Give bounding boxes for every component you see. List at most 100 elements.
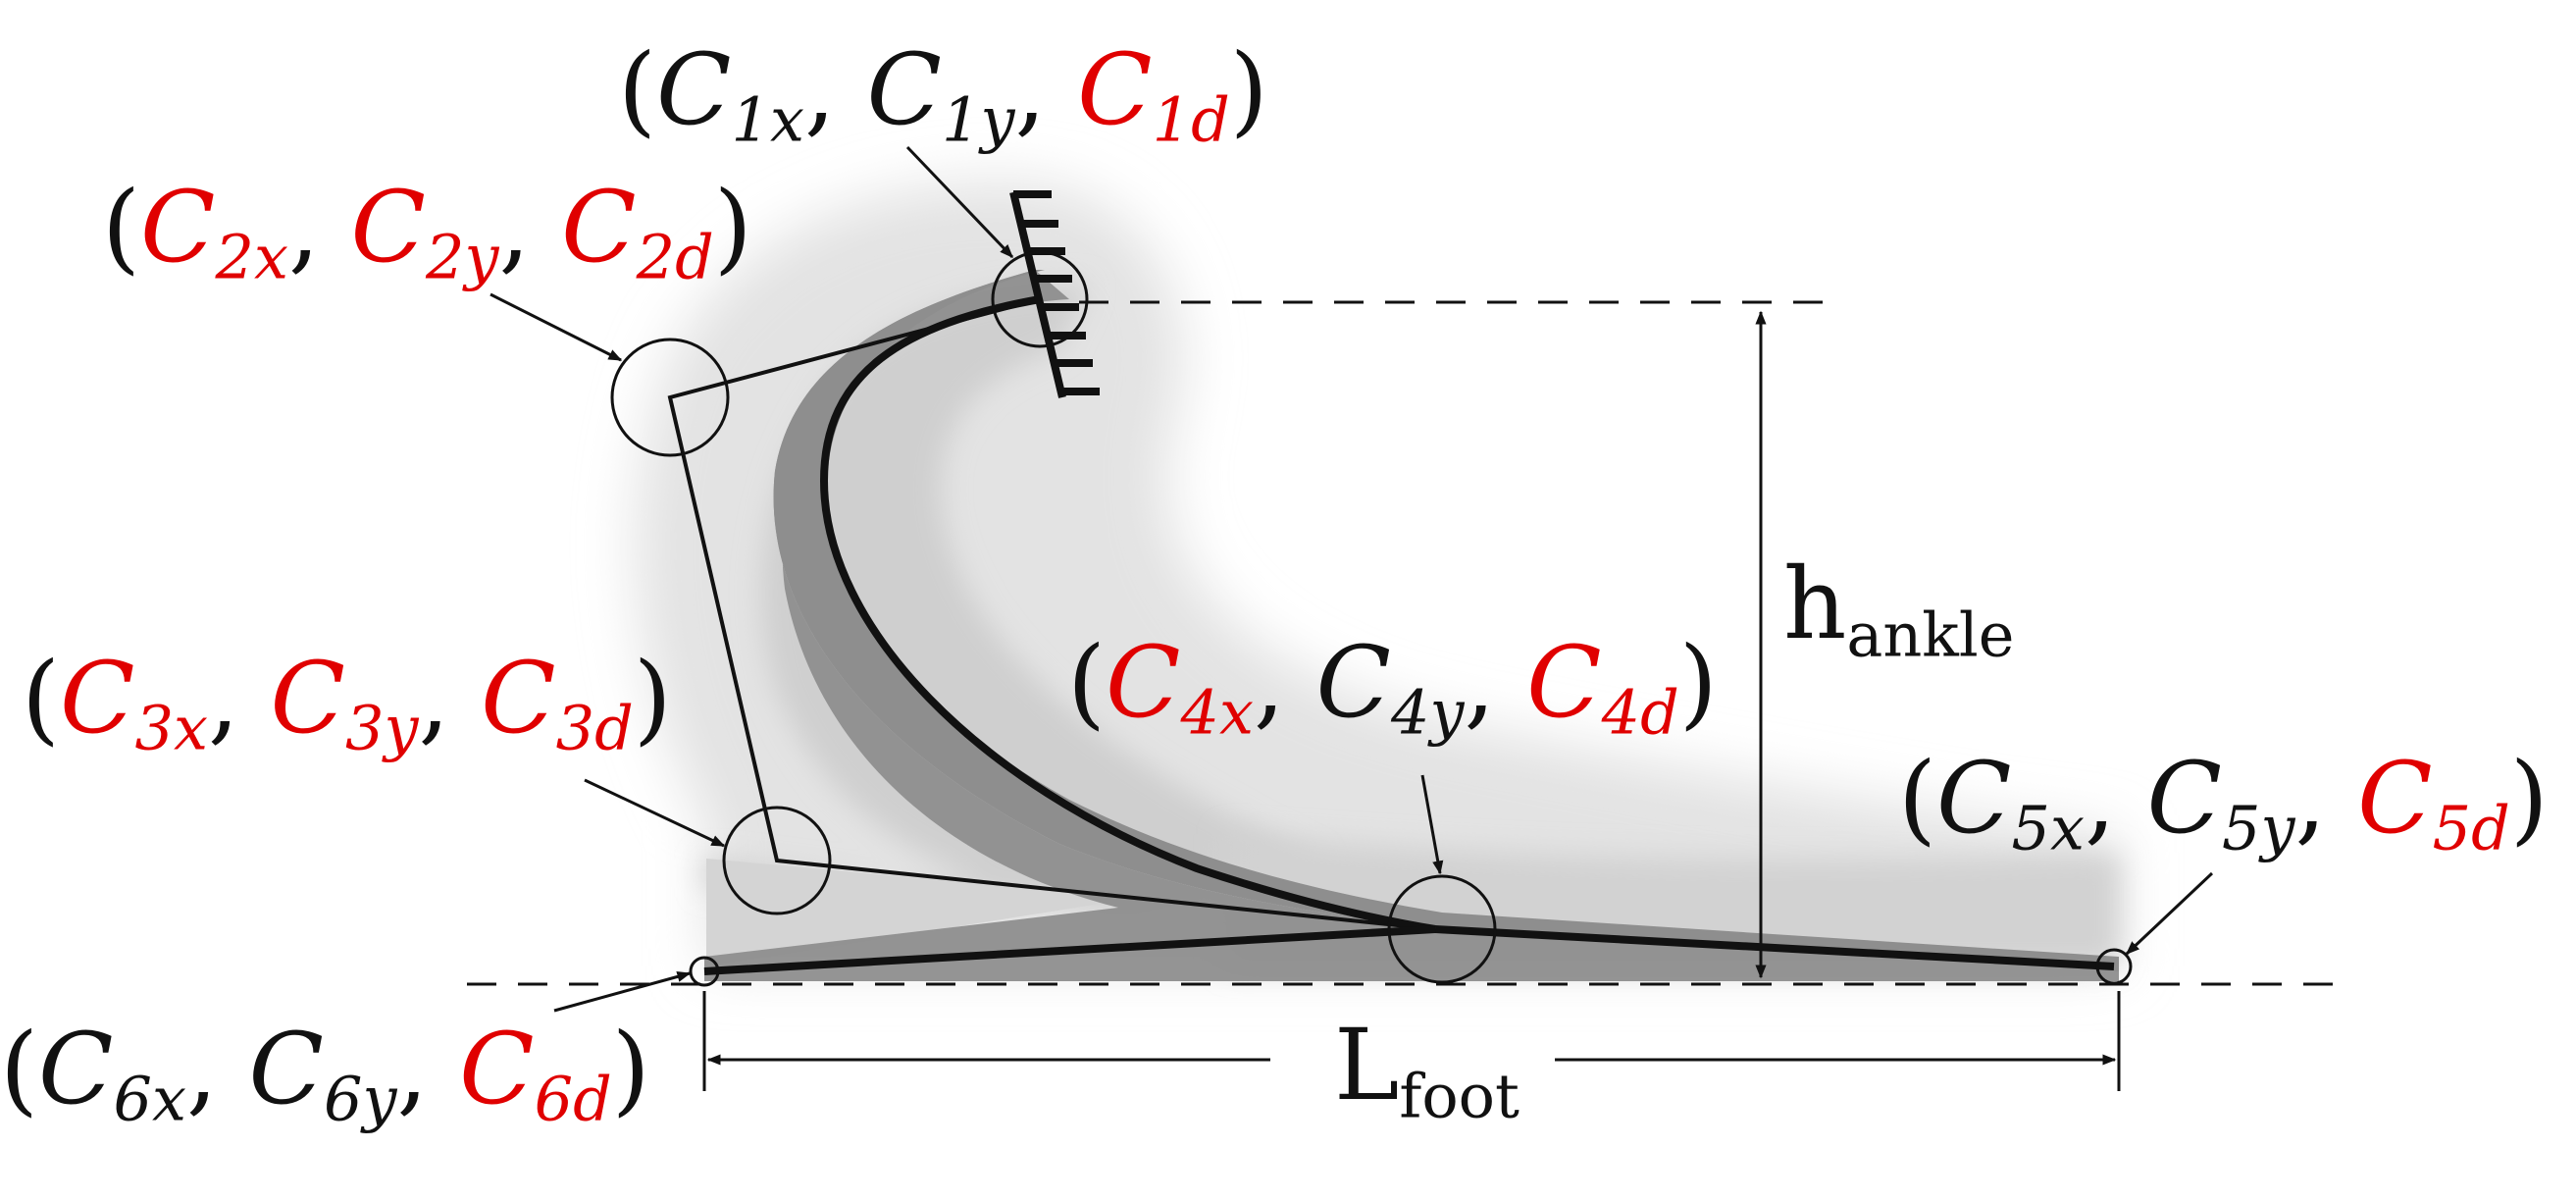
c5-component-1-symbol: C	[2146, 741, 2223, 856]
foot-length-label: Lfoot	[1334, 1017, 1520, 1127]
label-c3: (C3x, C3y, C3d)	[22, 650, 672, 758]
leader-c2	[489, 292, 623, 362]
c2-component-1: C2y	[350, 170, 499, 287]
c3-component-1: C3y	[270, 641, 419, 758]
c6-component-2-symbol: C	[459, 1012, 535, 1126]
c3-component-0-subscript: 3x	[134, 692, 208, 764]
c6-close-paren: )	[611, 1012, 650, 1126]
c5-open-paren: (	[1898, 741, 1937, 856]
ankle-fixed-support	[1009, 190, 1100, 398]
c5-component-2: C5d	[2357, 741, 2510, 859]
c6-component-0-symbol: C	[38, 1012, 114, 1126]
c6-component-1-symbol: C	[248, 1012, 325, 1126]
ankle-height-label: hankle	[1783, 555, 2014, 666]
c2-component-1-subscript: 2y	[426, 221, 499, 293]
c3-component-2-symbol: C	[481, 641, 556, 756]
c5-comma-0: ,	[2084, 741, 2147, 856]
c4-open-paren: (	[1067, 625, 1107, 740]
c3-comma-0: ,	[207, 641, 271, 756]
c1-comma-1: ,	[1014, 32, 1078, 147]
c2-comma-1: ,	[498, 170, 562, 285]
c1-component-1: C1y	[866, 32, 1015, 150]
c2-component-2-subscript: 2d	[636, 221, 714, 293]
c5-close-paren: )	[2509, 741, 2549, 856]
control-point-c3	[722, 806, 832, 915]
c4-component-0-symbol: C	[1106, 625, 1181, 740]
c6-component-2: C6d	[459, 1012, 612, 1129]
c1-open-paren: (	[618, 32, 657, 147]
c1-component-2-symbol: C	[1077, 32, 1153, 147]
label-c4: (C4x, C4y, C4d)	[1067, 634, 1718, 743]
c4-component-0: C4x	[1106, 625, 1254, 743]
c2-component-0-symbol: C	[140, 170, 216, 285]
label-c1: (C1x, C1y, C1d)	[618, 41, 1268, 150]
c2-close-paren: )	[713, 170, 752, 285]
c3-component-2: C3d	[481, 641, 634, 758]
leader-c1	[905, 145, 1014, 259]
c1-component-2-subscript: 1d	[1152, 83, 1230, 156]
control-point-c2	[610, 338, 730, 457]
c3-component-2-subscript: 3d	[555, 692, 634, 764]
leader-c5	[2125, 871, 2214, 956]
c6-component-2-subscript: 6d	[534, 1063, 612, 1135]
label-c2: (C2x, C2y, C2d)	[102, 179, 752, 287]
c2-component-2-symbol: C	[561, 170, 637, 285]
c4-component-2: C4d	[1526, 625, 1679, 743]
c5-component-0: C5x	[1936, 741, 2085, 859]
c3-component-0-symbol: C	[60, 641, 135, 756]
c6-comma-1: ,	[396, 1012, 460, 1126]
c4-component-0-subscript: 4x	[1180, 676, 1254, 749]
c2-open-paren: (	[102, 170, 141, 285]
c4-component-2-symbol: C	[1526, 625, 1602, 740]
label-c6: (C6x, C6y, C6d)	[0, 1020, 650, 1129]
control-polygon	[667, 297, 1436, 931]
c1-component-0-subscript: 1x	[731, 83, 804, 156]
c4-component-2-subscript: 4d	[1601, 676, 1679, 749]
c6-component-0: C6x	[38, 1012, 186, 1129]
c5-component-1: C5y	[2146, 741, 2295, 859]
c1-component-1-symbol: C	[866, 32, 943, 147]
c3-component-1-subscript: 3y	[345, 692, 419, 764]
leader-c4	[1420, 774, 1444, 875]
c5-comma-1: ,	[2294, 741, 2358, 856]
foot-length-sub: foot	[1399, 1060, 1520, 1132]
leader-c6	[553, 970, 692, 1013]
ankle-height-sub: ankle	[1846, 599, 2015, 671]
c4-comma-1: ,	[1464, 625, 1527, 740]
c5-component-2-subscript: 5d	[2432, 792, 2510, 864]
c6-component-1: C6y	[248, 1012, 397, 1129]
c2-comma-0: ,	[287, 170, 351, 285]
c2-component-2: C2d	[561, 170, 714, 287]
c3-open-paren: (	[22, 641, 61, 756]
c2-component-1-symbol: C	[350, 170, 427, 285]
c1-close-paren: )	[1229, 32, 1268, 147]
c4-component-1-subscript: 4y	[1391, 676, 1465, 749]
control-point-c4	[1387, 874, 1497, 984]
leader-c3	[584, 778, 726, 848]
c5-component-2-symbol: C	[2357, 741, 2433, 856]
c5-component-0-symbol: C	[1936, 741, 2012, 856]
c6-comma-0: ,	[185, 1012, 249, 1126]
c1-component-1-subscript: 1y	[942, 83, 1015, 156]
ankle-height-main: h	[1783, 547, 1847, 661]
c3-component-1-symbol: C	[270, 641, 346, 756]
c4-close-paren: )	[1678, 625, 1718, 740]
c6-component-0-subscript: 6x	[113, 1063, 186, 1135]
label-c5: (C5x, C5y, C5d)	[1898, 750, 2549, 859]
c3-component-0: C3x	[60, 641, 208, 758]
c4-comma-0: ,	[1253, 625, 1316, 740]
c4-component-1-symbol: C	[1315, 625, 1392, 740]
c2-component-0-subscript: 2x	[215, 221, 288, 293]
c1-component-2: C1d	[1077, 32, 1230, 150]
c5-component-0-subscript: 5x	[2011, 792, 2085, 864]
c2-component-0: C2x	[140, 170, 288, 287]
foot-curve	[703, 295, 2115, 975]
uncertainty-band-light	[704, 285, 2119, 966]
c1-component-0: C1x	[656, 32, 804, 150]
control-point-c1	[991, 250, 1089, 348]
c4-component-1: C4y	[1315, 625, 1465, 743]
foot-length-main: L	[1334, 1008, 1400, 1123]
c1-comma-0: ,	[803, 32, 867, 147]
